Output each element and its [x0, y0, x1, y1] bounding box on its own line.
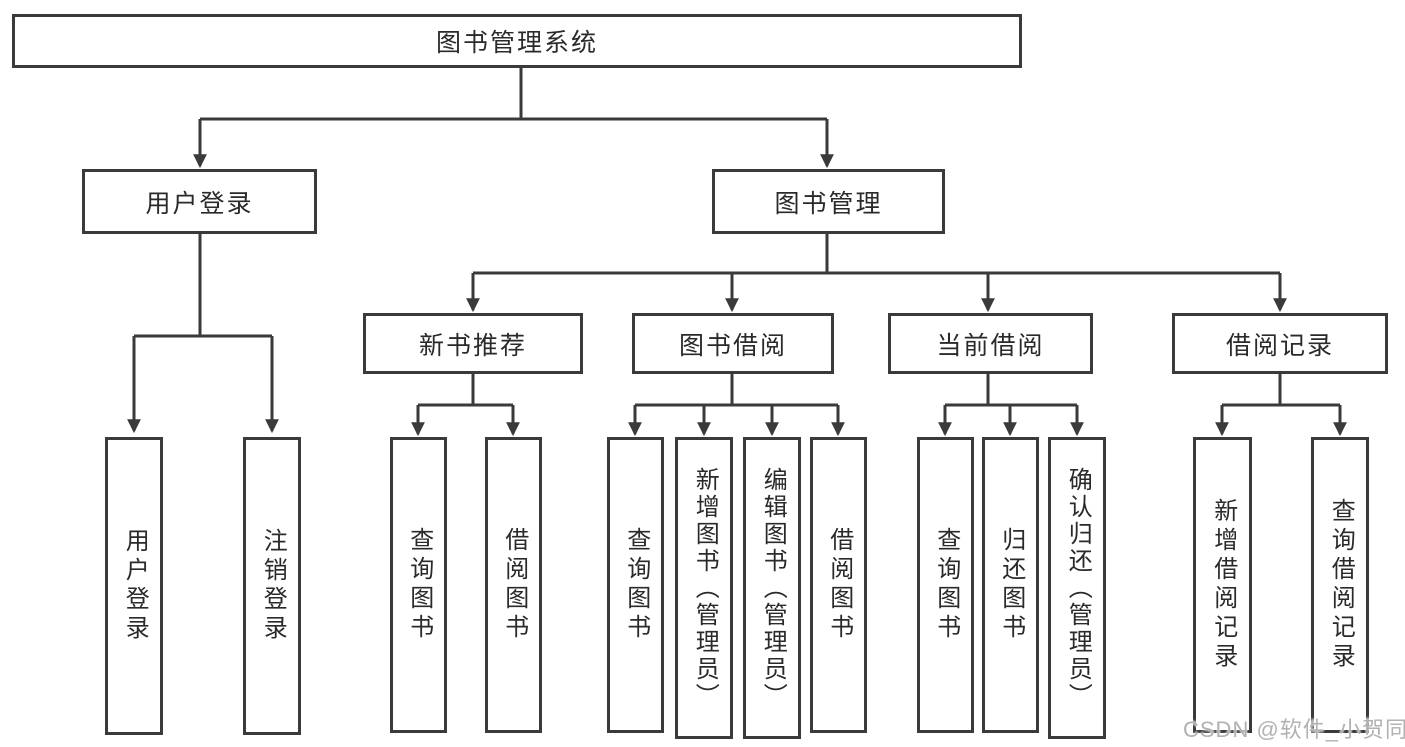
node-label: 查询图书 [622, 527, 650, 643]
node-label: 编辑图书（管理员） [759, 466, 787, 710]
node-leaf-query-books-2: 查询图书 [607, 437, 664, 733]
node-label: 用户登录 [145, 189, 254, 218]
connector-root-to-level2 [193, 67, 834, 169]
node-leaf-query-books-1: 查询图书 [390, 437, 447, 733]
connector-book-management-children [466, 234, 1287, 313]
node-leaf-borrow-books-2: 借阅图书 [810, 437, 867, 733]
node-leaf-confirm-return-admin: 确认归还（管理员） [1048, 437, 1106, 739]
node-label: 用户登录 [121, 528, 149, 644]
node-leaf-query-borrow-record: 查询借阅记录 [1311, 437, 1369, 733]
node-label: 借阅记录 [1225, 331, 1334, 360]
node-leaf-user-login: 用户登录 [105, 437, 163, 735]
node-label: 新增图书（管理员） [691, 466, 719, 710]
node-leaf-add-books-admin: 新增图书（管理员） [675, 437, 733, 739]
connector-user-login-children [127, 234, 279, 434]
node-new-book-recommend: 新书推荐 [363, 313, 583, 374]
node-label: 归还图书 [997, 527, 1025, 643]
connector-book-borrow-children [628, 374, 845, 437]
node-book-borrow: 图书借阅 [632, 313, 834, 374]
node-leaf-add-borrow-record: 新增借阅记录 [1193, 437, 1252, 733]
connector-current-borrow-children [938, 374, 1084, 437]
node-leaf-return-books: 归还图书 [982, 437, 1039, 733]
node-label: 查询借阅记录 [1327, 498, 1355, 672]
node-label: 确认归还（管理员） [1064, 466, 1092, 710]
node-label: 查询图书 [932, 527, 960, 643]
node-label: 图书管理系统 [435, 29, 598, 57]
node-label: 新增借阅记录 [1209, 498, 1237, 672]
node-label: 当前借阅 [936, 331, 1045, 360]
node-leaf-logout: 注销登录 [243, 437, 301, 735]
node-label: 注销登录 [259, 528, 287, 644]
node-leaf-borrow-books-1: 借阅图书 [485, 437, 542, 733]
node-label: 图书管理 [774, 189, 883, 218]
node-label: 借阅图书 [825, 527, 853, 643]
watermark: CSDN @软件_小贺同学 [1183, 717, 1405, 742]
node-leaf-edit-books-admin: 编辑图书（管理员） [743, 437, 801, 739]
node-book-management: 图书管理 [712, 169, 945, 234]
node-current-borrow: 当前借阅 [888, 313, 1093, 374]
node-label: 查询图书 [405, 527, 433, 643]
connector-new-book-recommend-children [411, 374, 520, 437]
node-label: 新书推荐 [418, 331, 527, 360]
node-borrow-records: 借阅记录 [1172, 313, 1388, 374]
node-label: 借阅图书 [500, 527, 528, 643]
node-leaf-query-books-3: 查询图书 [917, 437, 974, 733]
node-user-login: 用户登录 [82, 169, 317, 234]
node-root-system: 图书管理系统 [12, 14, 1022, 68]
node-label: 图书借阅 [678, 331, 787, 360]
connector-borrow-records-children [1215, 374, 1347, 437]
